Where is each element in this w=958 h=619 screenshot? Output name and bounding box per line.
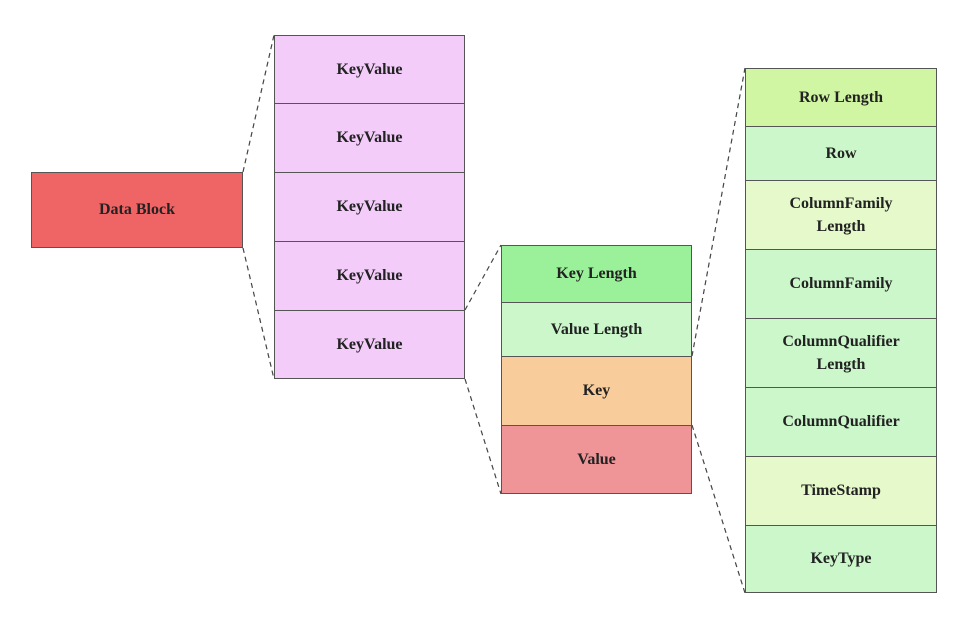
keyvalue-cell: KeyValue (274, 103, 465, 173)
column-qualifier-length-cell: ColumnQualifier Length (745, 318, 937, 388)
value-length-cell: Value Length (501, 302, 692, 357)
connector-key-bottom (691, 424, 746, 594)
column-family-length-cell: ColumnFamily Length (745, 180, 937, 250)
keyvalue-cell: KeyValue (274, 310, 465, 379)
key-cell: Key (501, 356, 692, 426)
data-block-label: Data Block (99, 201, 175, 219)
connector-key-top (691, 67, 746, 357)
keyvalue-cell: KeyValue (274, 35, 465, 104)
keyvalue-stack: KeyValue KeyValue KeyValue KeyValue KeyV… (274, 35, 465, 379)
connector-keyvalue-bottom (464, 378, 502, 495)
keyvalue-structure-stack: Key Length Value Length Key Value (501, 245, 692, 494)
column-qualifier-cell: ColumnQualifier (745, 387, 937, 457)
row-cell: Row (745, 126, 937, 181)
value-cell: Value (501, 425, 692, 494)
data-block-box: Data Block (31, 172, 243, 248)
keyvalue-cell: KeyValue (274, 241, 465, 311)
key-type-cell: KeyType (745, 525, 937, 593)
connector-datablock-bottom (242, 247, 275, 380)
timestamp-cell: TimeStamp (745, 456, 937, 526)
key-length-cell: Key Length (501, 245, 692, 303)
connector-datablock-top (242, 34, 275, 173)
row-length-cell: Row Length (745, 68, 937, 127)
connector-keyvalue-top (464, 244, 502, 311)
key-structure-stack: Row Length Row ColumnFamily Length Colum… (745, 68, 937, 593)
column-family-cell: ColumnFamily (745, 249, 937, 319)
keyvalue-cell: KeyValue (274, 172, 465, 242)
